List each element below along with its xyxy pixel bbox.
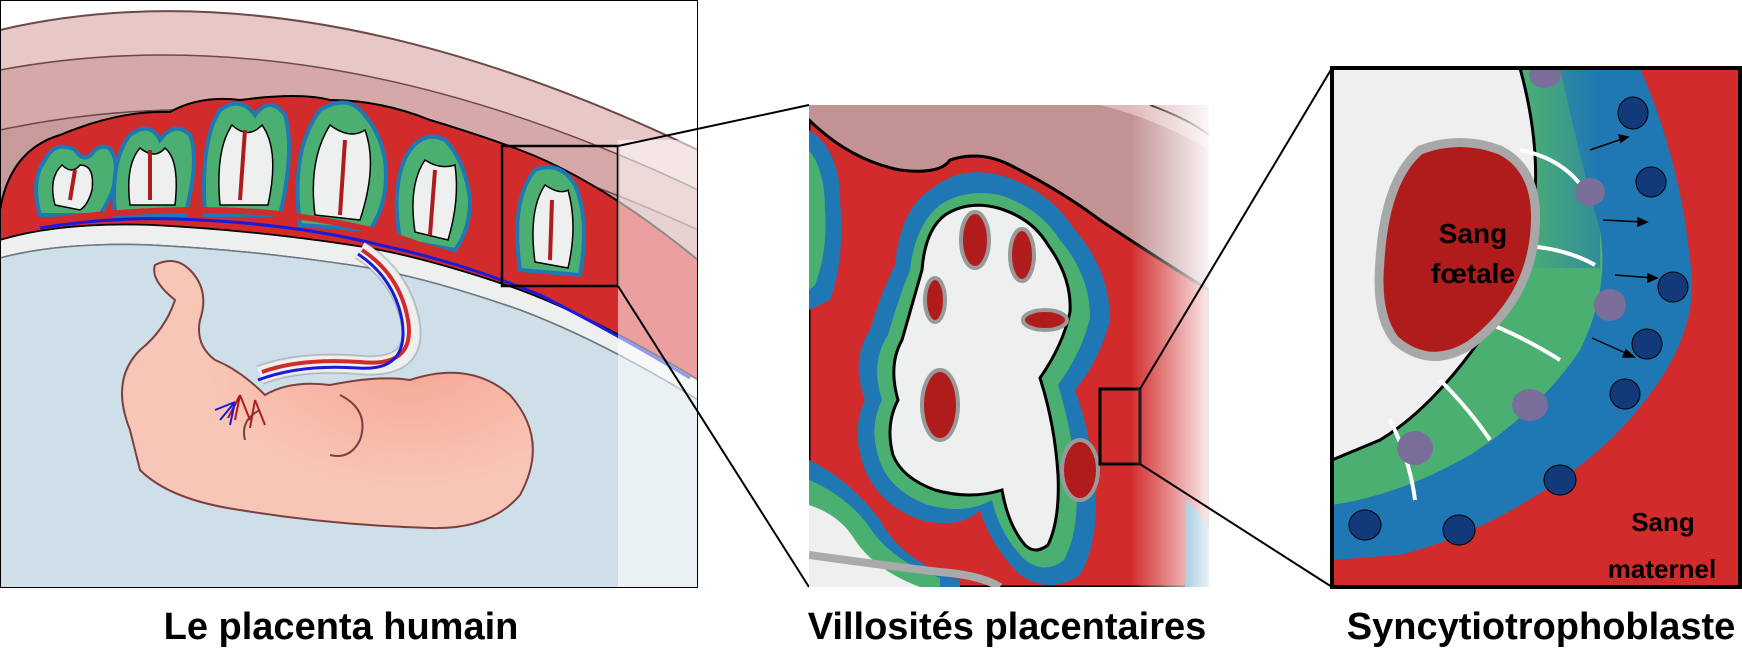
syncytiotrophoblast-nucleus [1617, 96, 1649, 130]
maternal-blood-label-line2: maternel [1608, 554, 1716, 584]
fusion-arrows [1589, 133, 1659, 358]
fetal-blood-label-line2: fœtale [1431, 258, 1515, 289]
fetal-blood-vessel [1374, 138, 1541, 361]
fetal-capillary [959, 210, 991, 270]
placenta-panel [0, 0, 698, 588]
fetal-vein [39, 217, 691, 380]
cytotrophoblast-nucleus [1529, 68, 1561, 88]
caption-syncytio: Syncytiotrophoblaste [1346, 606, 1736, 648]
villi-panel [809, 105, 1209, 587]
caption-placenta: Le placenta humain [163, 606, 519, 648]
maternal-blood-label-line1: Sang [1631, 507, 1695, 537]
fetus [121, 260, 534, 530]
fetal-artery [39, 206, 692, 373]
caption-villi: Villosités placentaires [807, 606, 1207, 648]
villi-trees [34, 100, 586, 278]
fetal-blood-label-line1: Sang [1439, 218, 1507, 249]
syncytio-panel: Sang fœtale Sang maternel [1332, 68, 1740, 587]
